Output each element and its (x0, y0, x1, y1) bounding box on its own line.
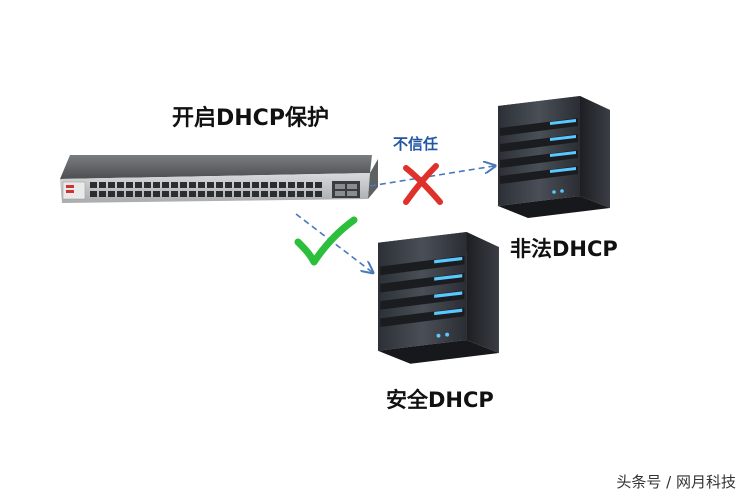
illegal-dhcp-label: 非法DHCP (510, 237, 618, 261)
trusted-link-arrow (295, 213, 372, 272)
untrusted-link-arrow (369, 166, 494, 187)
illegal-dhcp-server-icon (498, 96, 610, 218)
safe-dhcp-server-icon (378, 232, 499, 364)
untrusted-label: 不信任 (393, 135, 439, 153)
watermark: 头条号 / 网月科技 (616, 473, 736, 491)
diagram-title: 开启DHCP保护 (172, 106, 329, 131)
green-check-icon (294, 216, 358, 266)
network-switch-icon (60, 155, 378, 203)
safe-dhcp-label: 安全DHCP (386, 388, 494, 412)
red-cross-icon (403, 163, 443, 205)
